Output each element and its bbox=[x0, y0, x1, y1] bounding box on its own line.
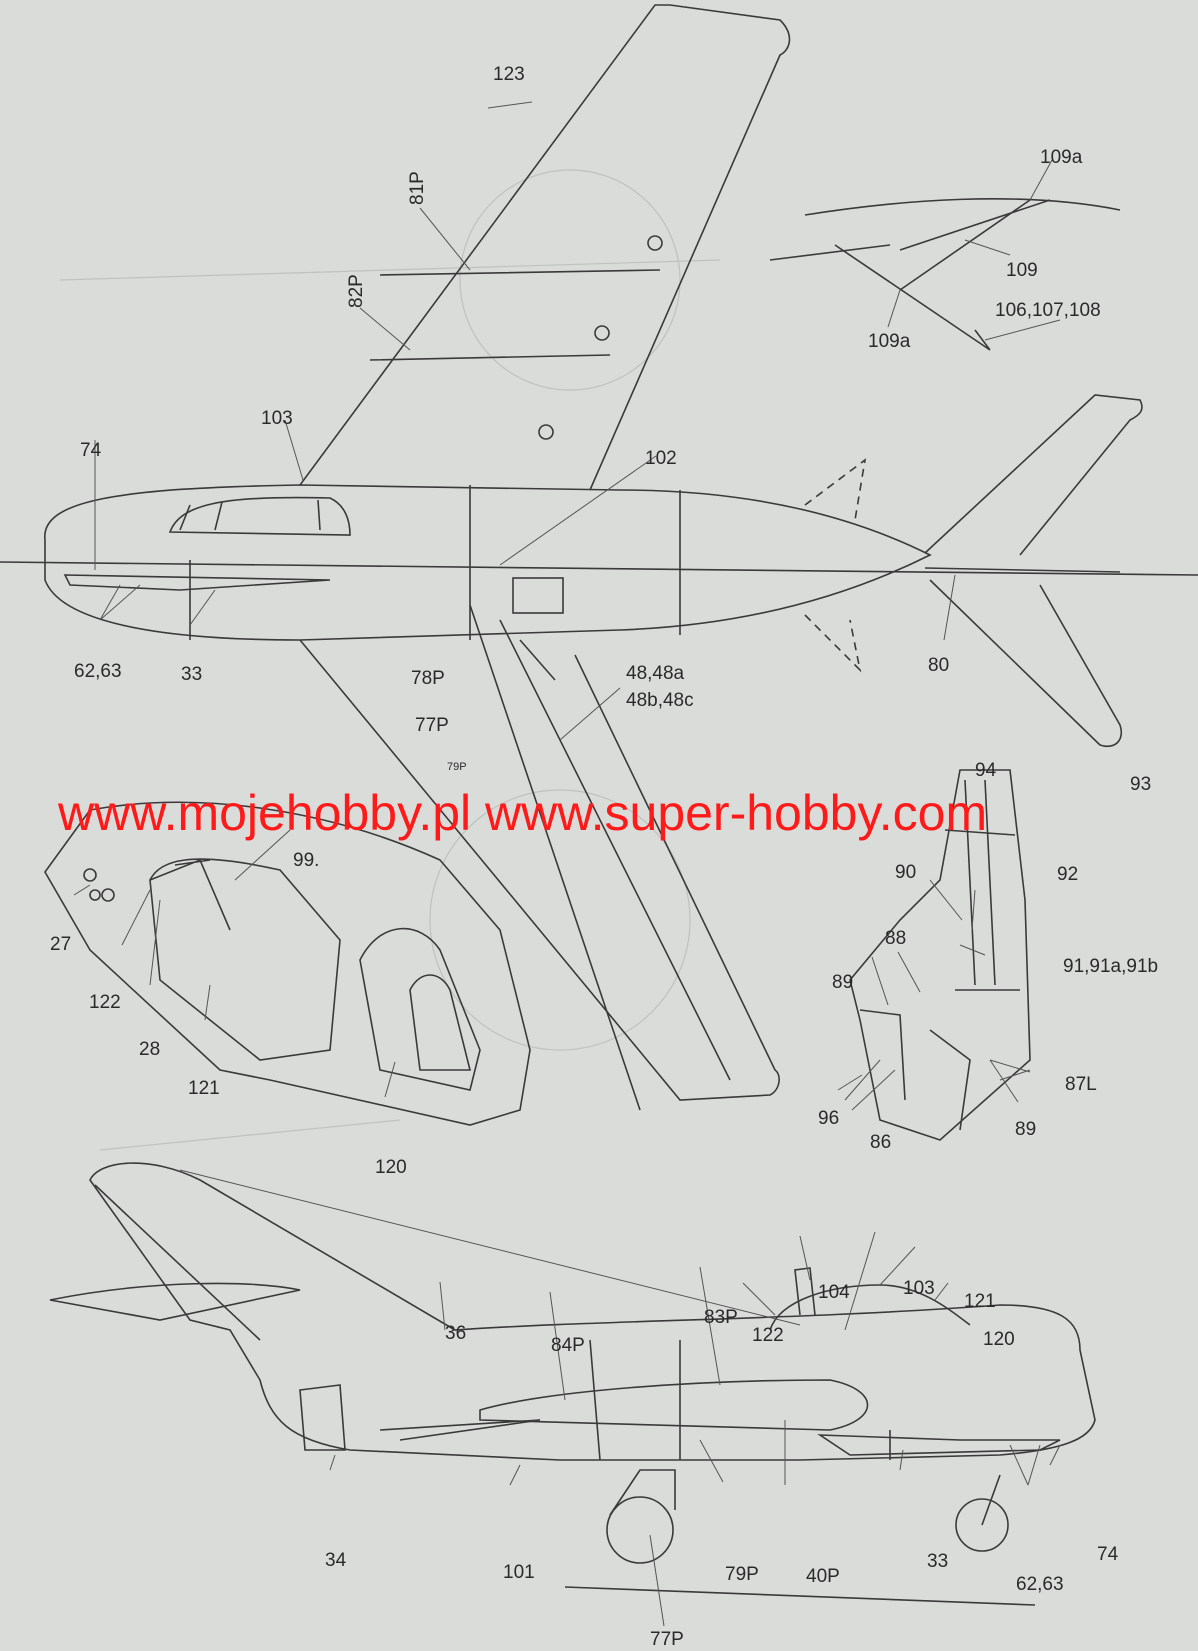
label-120: 120 bbox=[375, 1157, 407, 1178]
label-34: 34 bbox=[325, 1550, 347, 1571]
ejection-seat-drawing bbox=[837, 769, 1031, 1141]
label-86: 86 bbox=[870, 1132, 891, 1153]
label-96: 96 bbox=[818, 1108, 839, 1129]
strut-detail-drawing bbox=[769, 159, 1121, 351]
label-99: 99. bbox=[293, 850, 319, 871]
label-87L: 87L bbox=[1065, 1074, 1097, 1095]
label-123: 123 bbox=[493, 64, 525, 85]
label-91-91a-91b: 91,91a,91b bbox=[1063, 956, 1158, 977]
canopy-detail-drawing bbox=[44, 801, 531, 1126]
label-109a-top: 109a bbox=[1040, 147, 1083, 168]
label-33: 33 bbox=[181, 664, 202, 685]
label-77P: 77P bbox=[650, 1629, 684, 1650]
label-92: 92 bbox=[1057, 864, 1078, 885]
label-106-107-108: 106,107,108 bbox=[995, 300, 1101, 321]
label-121: 121 bbox=[188, 1078, 220, 1099]
label-83P: 83P bbox=[704, 1307, 738, 1328]
side-view-drawing bbox=[49, 1162, 1096, 1627]
label-33: 33 bbox=[927, 1551, 948, 1572]
label-109: 109 bbox=[1006, 260, 1038, 281]
background-ghost-drawing bbox=[59, 169, 721, 1151]
label-28: 28 bbox=[139, 1039, 160, 1060]
label-27: 27 bbox=[50, 934, 71, 955]
label-36: 36 bbox=[445, 1323, 466, 1344]
label-74: 74 bbox=[80, 440, 102, 461]
label-94: 94 bbox=[975, 760, 997, 781]
label-77P: 77P bbox=[415, 715, 449, 736]
label-93: 93 bbox=[1130, 774, 1151, 795]
label-89-right: 89 bbox=[1015, 1119, 1036, 1140]
label-78P: 78P bbox=[411, 668, 445, 689]
label-120: 120 bbox=[983, 1329, 1015, 1350]
label-62-63: 62,63 bbox=[1016, 1574, 1064, 1595]
label-82P: 82P bbox=[346, 274, 367, 308]
label-48b-48c: 48b,48c bbox=[626, 690, 694, 711]
label-79P: 79P bbox=[447, 761, 467, 773]
label-121: 121 bbox=[964, 1291, 996, 1312]
label-48-48a: 48,48a bbox=[626, 663, 685, 684]
label-90: 90 bbox=[895, 862, 916, 883]
label-122: 122 bbox=[89, 992, 121, 1013]
top-view-drawing bbox=[0, 4, 1198, 1111]
label-81P: 81P bbox=[407, 171, 428, 205]
label-89-left: 89 bbox=[832, 972, 853, 993]
label-102: 102 bbox=[645, 448, 677, 469]
label-109a-bottom: 109a bbox=[868, 331, 911, 352]
label-80: 80 bbox=[928, 655, 949, 676]
label-74: 74 bbox=[1097, 1544, 1119, 1565]
label-62-63: 62,63 bbox=[74, 661, 122, 682]
label-84P: 84P bbox=[551, 1335, 585, 1356]
label-40P: 40P bbox=[806, 1566, 840, 1587]
label-103: 103 bbox=[903, 1278, 935, 1299]
label-104: 104 bbox=[818, 1282, 850, 1303]
label-79P: 79P bbox=[725, 1564, 759, 1585]
watermark-text: www.mojehobby.pl www.super-hobby.com bbox=[57, 785, 987, 841]
label-122: 122 bbox=[752, 1325, 784, 1346]
label-88: 88 bbox=[885, 928, 906, 949]
label-103: 103 bbox=[261, 408, 293, 429]
label-101: 101 bbox=[503, 1562, 535, 1583]
